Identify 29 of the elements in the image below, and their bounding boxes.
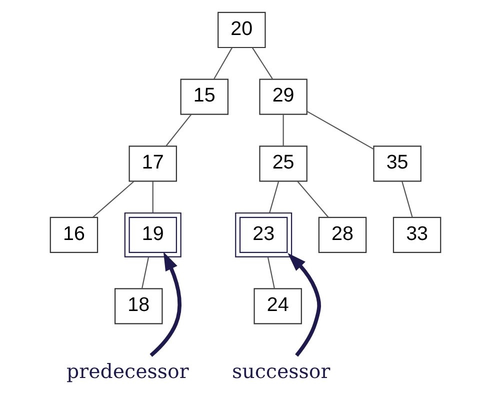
node-box: 20 — [217, 12, 266, 48]
node-box: 18 — [114, 288, 162, 324]
connector — [251, 47, 272, 80]
connector — [213, 47, 232, 80]
node-box: 16 — [49, 216, 98, 254]
connector — [306, 110, 374, 150]
connector — [296, 181, 328, 218]
node-box: 15 — [180, 78, 228, 115]
arrow — [287, 253, 320, 357]
node-box: 23 — [234, 212, 292, 258]
node-box: 28 — [318, 216, 366, 254]
node-box: 35 — [372, 146, 421, 182]
node-box: 19 — [124, 212, 181, 258]
node-box: 25 — [258, 146, 307, 182]
connector — [266, 257, 274, 288]
node-box: 17 — [128, 146, 176, 182]
connector — [152, 182, 153, 213]
connector — [401, 181, 412, 218]
connector — [282, 114, 284, 146]
connector — [92, 181, 134, 218]
node-text: predecessor — [66, 360, 188, 383]
node-box: 33 — [392, 216, 441, 254]
connector — [268, 181, 279, 213]
node-box: 29 — [258, 78, 307, 115]
node-text: successor — [232, 360, 330, 383]
connector — [165, 114, 192, 146]
connector — [141, 257, 149, 288]
arrow — [149, 252, 181, 357]
node-box: 24 — [253, 288, 302, 324]
